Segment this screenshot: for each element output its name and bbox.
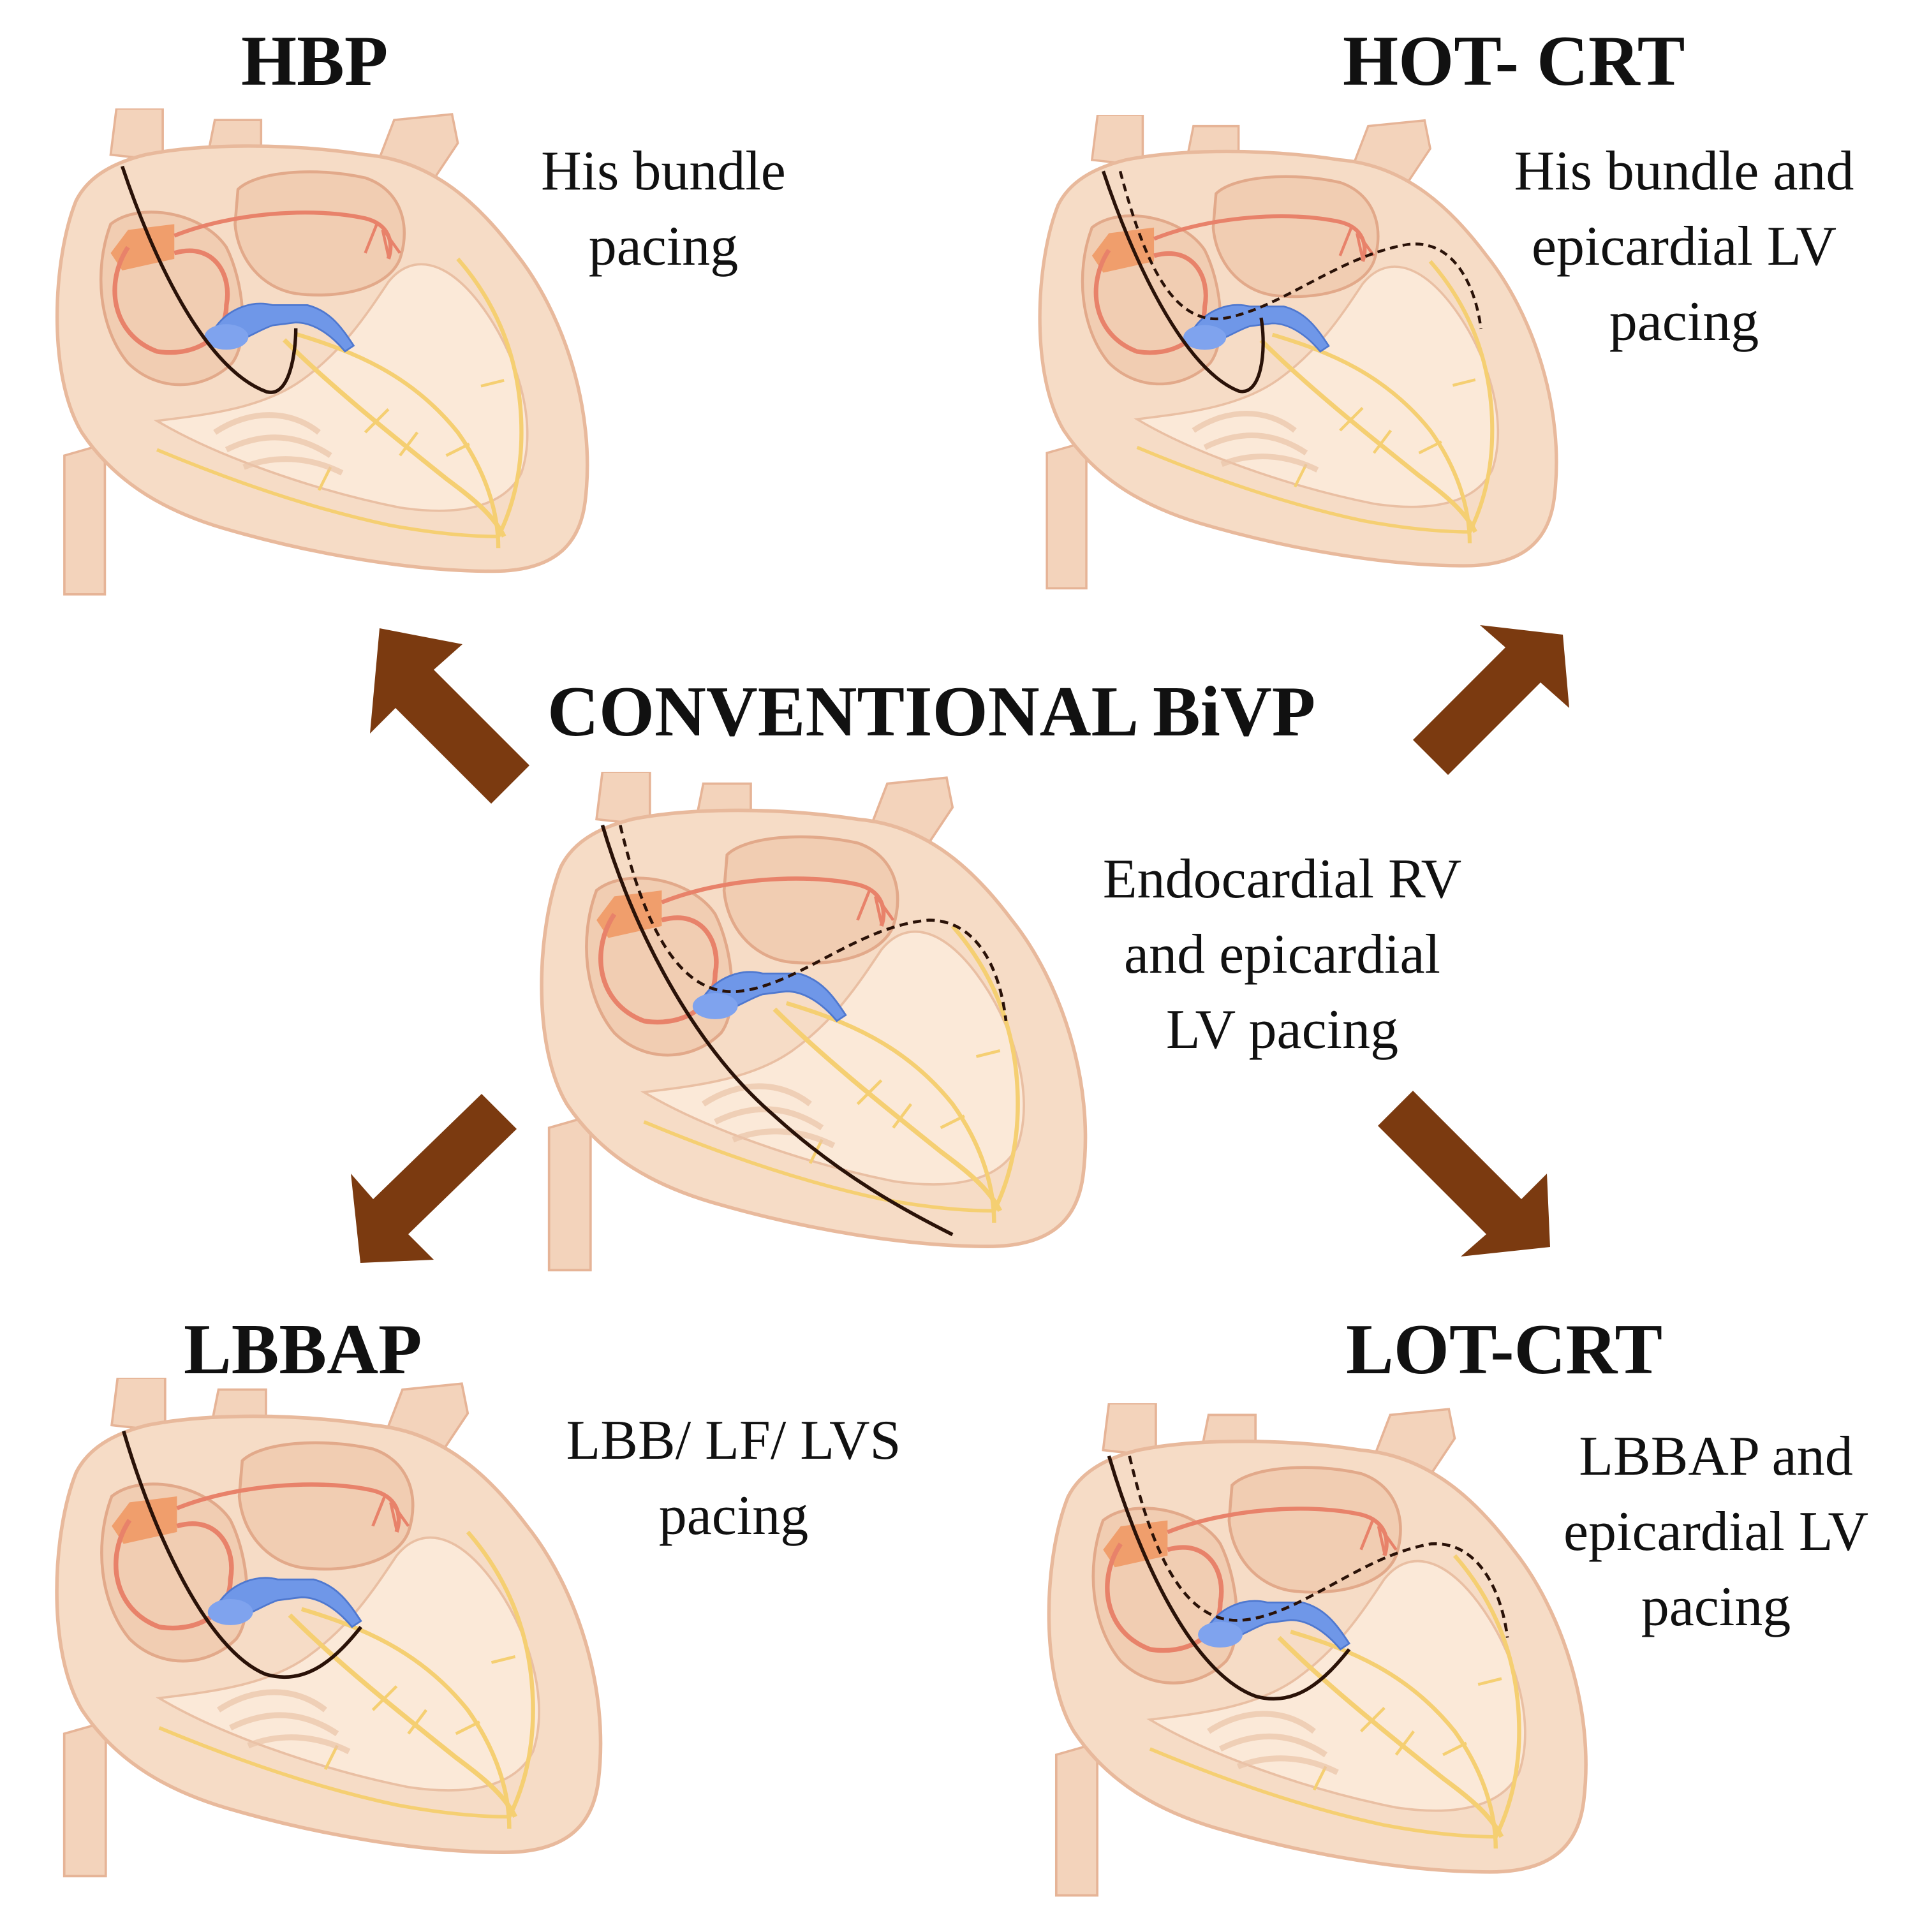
lot-crt-heart-illustration [1021,1403,1607,1907]
hot-crt-description-line: pacing [1609,291,1759,353]
hbp-lead [121,165,298,394]
lot-crt-description: LBBAP and epicardial LV pacing [1493,1419,1929,1645]
lot-crt-description-line: pacing [1641,1576,1791,1638]
lot-crt-lbbap-lead [1107,1455,1351,1701]
hot-crt-description: His bundle and epicardial LV pacing [1461,134,1907,360]
center-title: CONVENTIONAL BiVP [547,672,1316,751]
hot-crt-heart-illustration [995,115,1595,600]
hbp-heart-illustration [19,108,619,606]
lbbap-lead [122,1430,362,1679]
lbbap-description-line: pacing [658,1485,809,1547]
hot-crt-lv-lead [1118,170,1482,330]
hbp-description: His bundle pacing [485,134,842,284]
center-description-line: LV pacing [1165,999,1399,1061]
bivp-heart-illustration [520,772,1100,1282]
hbp-title: HBP [241,22,388,101]
center-description-line: Endocardial RV [1102,848,1462,910]
lbbap-description-line: LBB/ LF/ LVS [566,1410,901,1471]
center-description: Endocardial RV and epicardial LV pacing [1059,842,1505,1068]
lot-crt-description-line: epicardial LV [1563,1501,1869,1563]
center-description-line: and epicardial [1124,924,1440,985]
bivp-rv-lead [600,824,954,1237]
lot-crt-title: LOT-CRT [1346,1310,1663,1389]
bivp-lv-lead [619,825,1008,1021]
arrow-up-left [370,628,529,804]
hot-crt-his-lead [1102,170,1265,394]
arrow-down-left [351,1094,517,1263]
hbp-description-line: His bundle [541,140,786,202]
hot-crt-description-line: epicardial LV [1531,216,1837,277]
lot-crt-lv-lead [1128,1456,1509,1638]
hbp-description-line: pacing [588,216,739,277]
lbbap-description: LBB/ LF/ LVS pacing [523,1403,944,1554]
lot-crt-description-line: LBBAP and [1579,1426,1853,1487]
hot-crt-description-line: His bundle and [1514,140,1854,202]
arrow-up-right [1413,625,1569,775]
lbbap-title: LBBAP [184,1310,422,1389]
lbbap-heart-illustration [26,1378,625,1888]
hot-crt-title: HOT- CRT [1343,22,1685,101]
arrow-down-right [1378,1091,1550,1257]
